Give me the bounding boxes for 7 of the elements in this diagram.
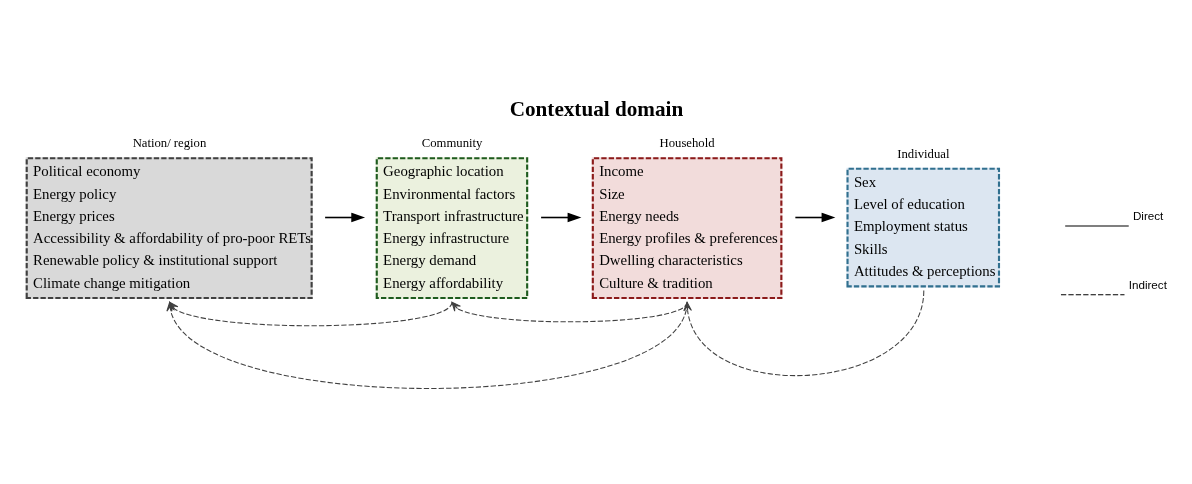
node-label: Nation/ region bbox=[132, 135, 207, 150]
node-label: Individual bbox=[897, 146, 950, 161]
node-label: Community bbox=[421, 135, 483, 150]
diagram-title: Contextual domain bbox=[509, 96, 684, 121]
node-label: Household bbox=[659, 135, 715, 150]
legend-label: Direct bbox=[1132, 208, 1164, 222]
legend-label: Indirect bbox=[1128, 277, 1167, 291]
